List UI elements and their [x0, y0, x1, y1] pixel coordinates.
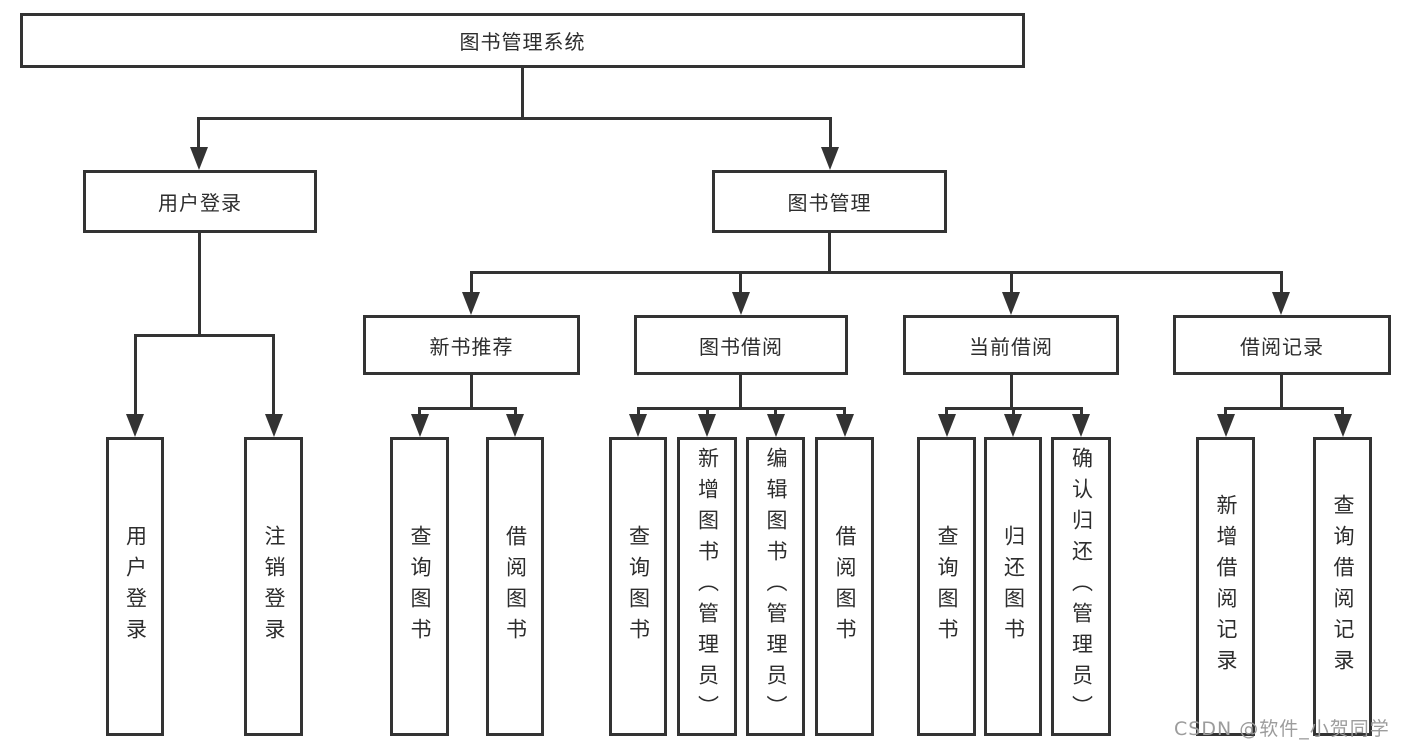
connector-borrow-records-drop-0 [1224, 408, 1227, 418]
connector-current-borrow-drop-1 [1011, 408, 1015, 418]
node-leaf-confirm-return-admin: 确认归还（管理员） [1051, 437, 1111, 736]
node-leaf-add-books-admin: 新增图书（管理员） [677, 437, 737, 736]
node-label: 查询图书 [626, 524, 651, 649]
arrow-down-icon [1072, 414, 1090, 437]
arrow-down-icon [462, 292, 480, 315]
node-label: 用户登录 [123, 524, 148, 649]
node-label: 新增图书（管理员） [695, 447, 720, 726]
connector-root-drop-1 [828, 118, 832, 151]
connector-current-borrow-drop-2 [1079, 408, 1083, 418]
arrow-down-icon [410, 414, 429, 437]
node-book-management: 图书管理 [712, 170, 947, 233]
arrow-down-icon [698, 414, 716, 437]
node-label: 注销登录 [262, 524, 287, 649]
connector-new-book-rail [418, 406, 517, 410]
node-label: 确认归还（管理员） [1069, 447, 1094, 726]
connector-new-book-drop-1 [513, 408, 517, 418]
arrow-down-icon [506, 414, 524, 437]
node-label: 查询借阅记录 [1331, 493, 1356, 680]
node-label: 新增借阅记录 [1214, 493, 1239, 680]
arrow-down-icon [126, 414, 144, 437]
connector-book-borrow-drop-1 [705, 408, 709, 418]
node-label: 借阅图书 [503, 524, 528, 649]
connector-book-borrow-stub [739, 375, 742, 410]
arrow-down-icon [1333, 414, 1352, 437]
connector-user-login-drop-1 [272, 335, 275, 418]
connector-user-login-drop-0 [133, 335, 137, 418]
connector-book-management-drop-2 [1009, 272, 1013, 296]
connector-new-book-drop-0 [418, 408, 421, 418]
node-new-book-recommend: 新书推荐 [363, 315, 580, 375]
node-leaf-logout: 注销登录 [244, 437, 303, 736]
node-current-borrow: 当前借阅 [903, 315, 1119, 375]
arrow-down-icon [1216, 414, 1235, 437]
node-leaf-query-borrow-record: 查询借阅记录 [1313, 437, 1372, 736]
connector-root-rail [197, 116, 832, 120]
connector-new-book-stub [469, 375, 473, 410]
arrow-down-icon [766, 414, 785, 437]
connector-current-borrow-drop-0 [945, 408, 948, 418]
node-library-management-system: 图书管理系统 [20, 13, 1025, 68]
connector-book-management-drop-3 [1279, 272, 1283, 296]
connector-book-management-drop-1 [739, 272, 742, 296]
arrow-down-icon [629, 414, 647, 437]
node-leaf-query-books-borrow: 查询图书 [609, 437, 667, 736]
connector-book-management-rail [469, 270, 1283, 274]
connector-book-management-stub [828, 233, 831, 274]
connector-current-borrow-stub [1009, 375, 1013, 410]
node-leaf-query-books-recommend: 查询图书 [390, 437, 449, 736]
arrow-down-icon [937, 414, 956, 437]
node-leaf-add-borrow-record: 新增借阅记录 [1196, 437, 1255, 736]
connector-root-stub [520, 68, 524, 120]
node-leaf-borrow-books-borrow: 借阅图书 [815, 437, 874, 736]
arrow-down-icon [731, 292, 750, 315]
connector-book-borrow-rail [636, 406, 846, 410]
node-book-borrow: 图书借阅 [634, 315, 848, 375]
node-leaf-borrow-books-recommend: 借阅图书 [486, 437, 544, 736]
node-label: 编辑图书（管理员） [764, 447, 789, 726]
node-leaf-query-books-current: 查询图书 [917, 437, 976, 736]
connector-borrow-records-stub [1279, 375, 1283, 410]
node-label: 归还图书 [1001, 524, 1026, 649]
arrow-down-icon [189, 147, 208, 170]
csdn-watermark: CSDN @软件_小贺同学 [1174, 718, 1390, 740]
arrow-down-icon [821, 147, 839, 170]
node-user-login: 用户登录 [83, 170, 317, 233]
connector-user-login-stub [197, 233, 201, 337]
connector-borrow-records-drop-1 [1341, 408, 1344, 418]
connector-root-drop-0 [197, 118, 200, 151]
node-leaf-user-login: 用户登录 [106, 437, 164, 736]
arrow-down-icon [835, 414, 854, 437]
node-leaf-return-books: 归还图书 [984, 437, 1042, 736]
connector-book-borrow-drop-0 [636, 408, 640, 418]
node-borrow-records: 借阅记录 [1173, 315, 1391, 375]
arrow-down-icon [264, 414, 283, 437]
connector-user-login-rail [133, 333, 275, 337]
connector-borrow-records-rail [1224, 406, 1344, 410]
connector-book-borrow-drop-2 [774, 408, 777, 418]
arrow-down-icon [1272, 292, 1290, 315]
connector-book-borrow-drop-3 [843, 408, 846, 418]
node-label: 查询图书 [935, 524, 960, 649]
connector-book-management-drop-0 [469, 272, 473, 296]
arrow-down-icon [1004, 414, 1022, 437]
node-label: 借阅图书 [833, 524, 858, 649]
node-leaf-edit-books-admin: 编辑图书（管理员） [746, 437, 805, 736]
node-label: 查询图书 [408, 524, 433, 649]
arrow-down-icon [1002, 292, 1020, 315]
